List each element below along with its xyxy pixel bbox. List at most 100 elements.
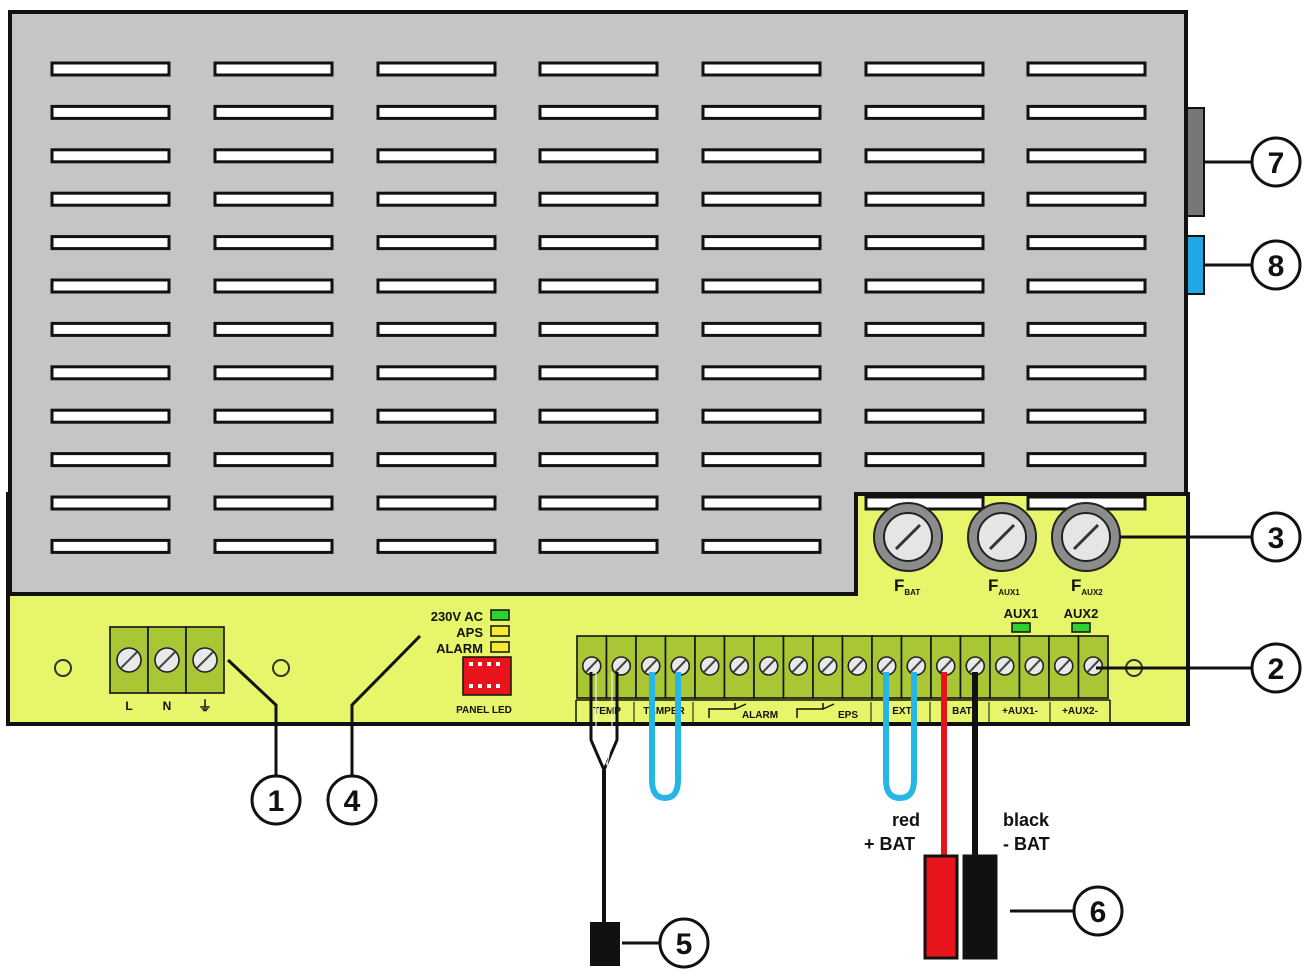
terminal-label-bat: BAT: [952, 706, 972, 717]
svg-text:6: 6: [1090, 896, 1107, 929]
terminal: [841, 635, 873, 699]
led-230vac-label: 230V AC: [431, 609, 484, 624]
fuse-aux2: FAUX2: [1051, 502, 1121, 597]
terminal: [605, 635, 637, 699]
vent-slot: [213, 321, 334, 337]
vent-slot: [701, 408, 822, 424]
vent-slot: [538, 321, 659, 337]
fuse-aux2-label: FAUX2: [1071, 576, 1103, 597]
side-switch-blue: [1185, 235, 1205, 295]
black-wire-bat-label: - BAT: [1003, 834, 1050, 854]
aux2-led-label: AUX2: [1064, 606, 1099, 621]
vent-slot: [1026, 408, 1147, 424]
vent-slot: [538, 148, 659, 164]
vent-slot: [213, 191, 334, 207]
vent-slot: [538, 235, 659, 251]
terminal: [959, 635, 991, 699]
vent-slot: [538, 278, 659, 294]
tamper-jumper-wire: [649, 672, 681, 802]
vent-slot: [50, 61, 171, 77]
svg-text:5: 5: [676, 928, 693, 961]
vent-slot: [864, 365, 985, 381]
vent-slot: [213, 61, 334, 77]
terminal: [782, 635, 814, 699]
vent-slot: [376, 278, 497, 294]
aux1-led-label: AUX1: [1004, 606, 1039, 621]
vent-slot: [50, 365, 171, 381]
vent-slot: [864, 104, 985, 120]
vent-slot: [701, 495, 822, 511]
vent-slot: [864, 235, 985, 251]
terminal-label-aux1: +AUX1-: [1002, 706, 1038, 717]
callout-5: 5: [658, 917, 710, 969]
terminal-label-ext: EXT: [892, 706, 911, 717]
red-battery-connector: [923, 854, 959, 960]
terminal: [1018, 635, 1050, 699]
terminal: [812, 635, 844, 699]
svg-text:2: 2: [1268, 653, 1285, 686]
vent-slot: [864, 191, 985, 207]
vent-slot: [864, 321, 985, 337]
vent-slot: [213, 408, 334, 424]
callout-3: 3: [1250, 511, 1302, 563]
terminal-label-temp: TEMP: [593, 706, 621, 717]
callout-6: 6: [1072, 885, 1124, 937]
terminal: [723, 635, 755, 699]
vent-slot: [701, 365, 822, 381]
vent-slot: [1026, 61, 1147, 77]
mains-label-n: N: [163, 699, 172, 713]
vent-slot: [864, 408, 985, 424]
terminal-label-alarm: ALARM: [742, 710, 778, 721]
vent-slot: [538, 495, 659, 511]
fuse-aux1-label: FAUX1: [988, 576, 1020, 597]
vent-slot: [864, 452, 985, 468]
vent-slot: [701, 104, 822, 120]
vent-slot: [701, 61, 822, 77]
terminal: [694, 635, 726, 699]
vent-slot: [213, 538, 334, 554]
vent-slot: [376, 321, 497, 337]
red-wire-bat-label: + BAT: [864, 834, 915, 854]
vent-slot: [50, 191, 171, 207]
vent-slot: [1026, 191, 1147, 207]
vent-slot: [538, 452, 659, 468]
vent-slot: [1026, 365, 1147, 381]
ext-jumper-wire: [883, 672, 917, 802]
mains-label-pe: ⏚: [198, 698, 212, 714]
vent-slot: [213, 495, 334, 511]
temperature-sensor: [589, 672, 620, 966]
terminal: [989, 635, 1021, 699]
vent-slot: [213, 104, 334, 120]
led-230vac: [490, 609, 510, 621]
vent-slot: [376, 61, 497, 77]
vent-slot: [50, 235, 171, 251]
callout-1: 1: [250, 774, 302, 826]
svg-text:4: 4: [344, 785, 361, 818]
vent-slot: [213, 148, 334, 164]
svg-text:3: 3: [1268, 522, 1285, 555]
black-battery-connector: [962, 854, 998, 960]
vent-slot: [50, 148, 171, 164]
fuse-aux1: FAUX1: [967, 502, 1037, 597]
vent-slot: [376, 191, 497, 207]
output-terminal-strip: [576, 635, 1109, 699]
vent-slot: [701, 452, 822, 468]
mains-terminal-block: L N ⏚: [109, 626, 225, 714]
svg-text:1: 1: [268, 785, 285, 818]
vent-slot: [701, 321, 822, 337]
vent-slot: [376, 104, 497, 120]
vent-slot: [376, 365, 497, 381]
terminal-label-tamper: TAMPER: [643, 706, 685, 717]
led-aps: [490, 625, 510, 637]
vent-slot: [701, 148, 822, 164]
vent-slot: [50, 104, 171, 120]
vent-slot: [213, 278, 334, 294]
callout-8: 8: [1250, 239, 1302, 291]
vent-slot: [50, 452, 171, 468]
vent-slot: [1026, 235, 1147, 251]
vent-slot: [376, 495, 497, 511]
terminal-label-aux2: +AUX2-: [1062, 706, 1098, 717]
black-wire-label: black: [1003, 810, 1050, 830]
fuse-bat: FBAT: [873, 502, 943, 597]
